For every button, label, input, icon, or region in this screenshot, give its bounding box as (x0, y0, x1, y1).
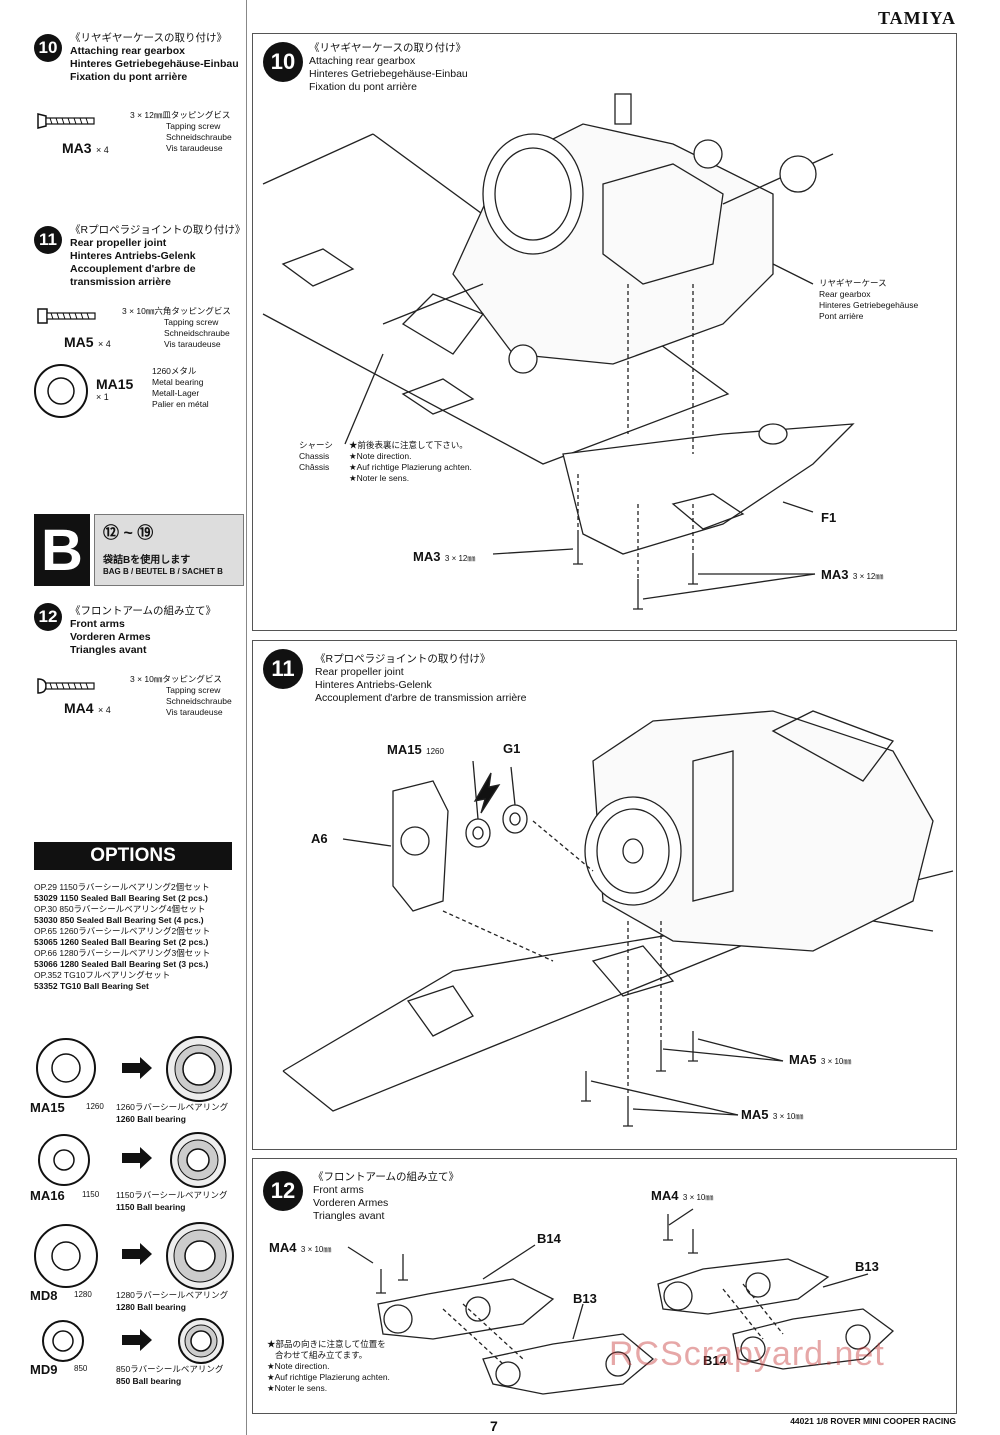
step-11-panel: 11 《Rプロペラジョイントの取り付け》 Rear propeller join… (252, 640, 957, 1150)
ma5-label-top: MA5 3 × 10㎜ (789, 1052, 852, 1067)
round-screw-icon (37, 678, 95, 694)
sealed-ball-bearing-icon (166, 1036, 232, 1102)
metal-bearing-icon (34, 1224, 98, 1288)
sealed-ball-bearing-icon (170, 1132, 226, 1188)
rear-gearbox-assembly-drawing (262, 93, 855, 610)
step-10-number: 10 (34, 34, 62, 62)
part-ma4-label: MA4 × 4 (64, 700, 111, 716)
ma4-label-left: MA4 3 × 10㎜ (269, 1240, 332, 1255)
bearing-row-ma15: MA15 1260 1260ラバーシールベアリング 1260 Ball bear… (30, 1034, 245, 1129)
b13-label-right: B13 (855, 1259, 879, 1274)
step-11-title: 《Rプロペラジョイントの取り付け》 Rear propeller joint H… (70, 224, 246, 288)
flat-head-screw-icon (37, 113, 95, 129)
ma3-label-right: MA3 3 × 12㎜ (821, 567, 884, 582)
part-ma5-desc: 3 × 10㎜六角タッピングビス Tapping screw Schneidsc… (122, 306, 231, 349)
options-banner: OPTIONS (34, 842, 232, 870)
step-11-panel-title: 《Rプロペラジョイントの取り付け》 Rear propeller joint H… (315, 653, 527, 704)
sealed-ball-bearing-icon (178, 1318, 224, 1364)
front-arms-assembly-drawing (347, 1208, 895, 1395)
step-10-title-en: Attaching rear gearbox (70, 45, 185, 57)
step-10-title-de: Hinteres Getriebegehäuse-Einbau (70, 58, 239, 70)
metal-bearing-icon (38, 1134, 90, 1186)
part-ma3-label: MA3 × 4 (62, 140, 109, 156)
metal-bearing-icon (42, 1320, 84, 1362)
ma3-label-left: MA3 3 × 12㎜ (413, 549, 476, 564)
step-10-title: 《リヤギヤーケースの取り付け》 Attaching rear gearbox H… (70, 30, 239, 84)
metal-bearing-icon (36, 1038, 96, 1098)
step-12-note: ★部品の向きに注意して位置を 合わせて組み立てます。 ★Note directi… (267, 1339, 390, 1393)
footer-model: 44021 1/8 ROVER MINI COOPER RACING (790, 1416, 956, 1426)
part-f1-label: F1 (821, 510, 837, 525)
a6-label: A6 (311, 831, 328, 846)
ma5-label-bottom: MA5 3 × 10㎜ (741, 1107, 804, 1122)
b13-label-left: B13 (573, 1291, 597, 1306)
part-ma15-label: MA15 × 1 (96, 376, 134, 402)
brand-logo: TAMIYA (877, 8, 956, 28)
part-ma15-desc: 1260メタル Metal bearing Metall-Lager Palie… (152, 366, 209, 409)
bag-b-badge: B (34, 514, 90, 586)
step-10-panel: 10 《リヤギヤーケースの取り付け》 Attaching rear gearbo… (252, 33, 957, 631)
arrow-right-icon (122, 1147, 152, 1169)
step-11-number: 11 (34, 226, 62, 254)
step-12-number: 12 (34, 603, 62, 631)
step-12-panel: 12 《フロントアームの組み立て》 Front arms Vorderen Ar… (252, 1158, 957, 1414)
page-number: 7 (490, 1418, 498, 1434)
ma15-label: MA15 1260 (387, 742, 444, 757)
part-ma5-label: MA5 × 4 (64, 334, 111, 350)
part-ma3-desc: 3 × 12㎜皿タッピングビス Tapping screw Schneidsch… (130, 110, 232, 153)
step-11-panel-number: 11 (263, 649, 303, 689)
arrow-right-icon (122, 1329, 152, 1351)
sealed-ball-bearing-icon (166, 1222, 234, 1290)
bearing-row-md9: MD9 850 850ラバーシールベアリング 850 Ball bearing (30, 1316, 245, 1396)
arrow-right-icon (122, 1243, 152, 1265)
column-divider (246, 0, 247, 1435)
arrow-right-icon (122, 1057, 152, 1079)
step-10-panel-number: 10 (263, 42, 303, 82)
propeller-joint-assembly-drawing (282, 710, 954, 1127)
metal-bearing-icon (34, 364, 88, 418)
note-direction-label: ★前後表裏に注意して下さい。 ★Note direction. ★Auf ric… (349, 440, 472, 483)
options-list: OP.29 1150ラバーシールベアリング2個セット 53029 1150 Se… (34, 882, 211, 991)
b14-label-right: B14 (703, 1353, 727, 1368)
step-12-title: 《フロントアームの組み立て》 Front arms Vorderen Armes… (70, 605, 217, 656)
chassis-label: シャーシ Chassis Châssis (299, 440, 333, 472)
b14-label-left: B14 (537, 1231, 561, 1246)
step-12-panel-title: 《フロントアームの組み立て》 Front arms Vorderen Armes… (313, 1171, 460, 1222)
rear-gearbox-label: リヤギヤーケース Rear gearbox Hinteres Getriebeg… (819, 278, 919, 321)
ma4-label-right: MA4 3 × 10㎜ (651, 1188, 714, 1203)
bag-b-info: ⑫ ~ ⑲ 袋詰Bを使用します BAG B / BEUTEL B / SACHE… (94, 514, 244, 586)
step-10-panel-title: 《リヤギヤーケースの取り付け》 Attaching rear gearbox H… (309, 42, 468, 93)
step-10-title-fr: Fixation du pont arrière (70, 71, 188, 83)
step-12-panel-number: 12 (263, 1171, 303, 1211)
bearing-row-md8: MD8 1280 1280ラバーシールベアリング 1280 Ball beari… (30, 1220, 245, 1320)
bearing-row-ma16: MA16 1150 1150ラバーシールベアリング 1150 Ball bear… (30, 1130, 245, 1220)
watermark: RCScrapyard.net (609, 1335, 885, 1373)
g1-label: G1 (503, 741, 521, 756)
part-ma4-desc: 3 × 10㎜タッピングビス Tapping screw Schneidschr… (130, 674, 232, 717)
hex-screw-icon (37, 308, 96, 324)
step-10-title-jp: 《リヤギヤーケースの取り付け》 (70, 32, 227, 44)
